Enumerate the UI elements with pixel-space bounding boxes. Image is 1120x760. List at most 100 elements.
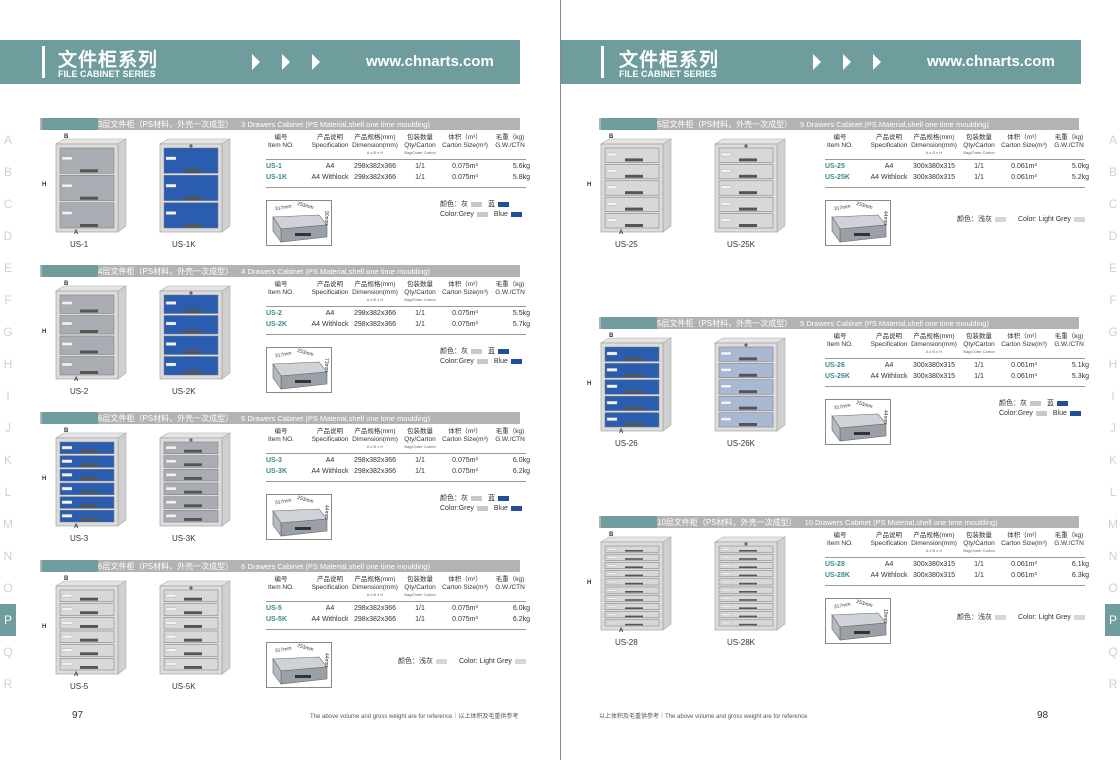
left-page: 文件柜系列 FILE CABINET SERIES www.chnarts.co… xyxy=(0,0,560,760)
alphabet-letter[interactable]: D xyxy=(1108,229,1118,243)
dim-a-label: A xyxy=(74,377,79,383)
alphabet-letter[interactable]: B xyxy=(3,165,12,179)
header-sub: A x B x H xyxy=(925,150,943,155)
grey-swatch xyxy=(476,358,488,364)
alphabet-letter[interactable]: G xyxy=(1108,325,1118,339)
alphabet-letter[interactable]: D xyxy=(3,229,13,243)
alphabet-letter[interactable]: P xyxy=(1105,604,1120,636)
table-cell: 1/1 xyxy=(415,468,425,475)
alphabet-letter[interactable]: F xyxy=(1109,293,1117,307)
table-cell: 0.075m³ xyxy=(452,321,478,328)
alphabet-letter[interactable]: K xyxy=(3,453,12,467)
alphabet-letter[interactable]: H xyxy=(3,357,13,371)
alphabet-letter[interactable]: C xyxy=(1108,197,1118,211)
color-label-en: Color: xyxy=(440,358,459,365)
section-title: 5层文件柜（PS材料，外壳一次成型）5 Drawers Cabinet (PS … xyxy=(657,119,989,130)
alphabet-letter[interactable]: O xyxy=(3,581,13,595)
alphabet-letter[interactable]: C xyxy=(3,197,13,211)
dim-a-label: A xyxy=(619,230,624,236)
section-title-en: 4 Drawers Cabinet (PS Material,shell one… xyxy=(241,267,430,276)
header-en: Specification xyxy=(311,142,349,149)
header-sub: A x B x H xyxy=(366,444,384,449)
alphabet-letter[interactable]: R xyxy=(3,677,13,691)
table-cell: US-3 xyxy=(266,457,282,464)
alphabet-letter[interactable]: I xyxy=(6,389,10,403)
model-label: US-28K xyxy=(727,638,756,647)
table-header-cell: 产品规格(mm)Dimension(mm)A x B x H xyxy=(350,134,400,155)
alphabet-letter[interactable]: K xyxy=(1108,453,1117,467)
light-grey-swatch xyxy=(1073,614,1085,620)
alphabet-letter[interactable]: J xyxy=(1110,421,1116,435)
header-en: Item NO. xyxy=(267,584,294,591)
header-cn: 产品说明 xyxy=(317,428,343,435)
table-cell: 1/1 xyxy=(415,457,425,464)
table-cell: 1/1 xyxy=(974,163,984,170)
header-cn: 体积（m³） xyxy=(448,134,482,141)
alphabet-letter[interactable]: L xyxy=(4,485,12,499)
tray-height: 90mm xyxy=(322,211,329,225)
color-legend-cn: 颜色：灰蓝 xyxy=(440,347,522,357)
alphabet-letter[interactable]: B xyxy=(1108,165,1117,179)
table-cell: A4 Withlock xyxy=(870,174,908,181)
dim-h-label: H xyxy=(587,381,592,387)
table-cell: A4 xyxy=(884,362,894,369)
dim-a-label: A xyxy=(74,524,79,530)
dim-h-label: H xyxy=(42,182,47,188)
alphabet-letter[interactable]: G xyxy=(3,325,13,339)
header-en: Qty/Carton xyxy=(963,540,995,547)
header-cn: 产品说明 xyxy=(317,134,343,141)
color-blue-en: Blue xyxy=(493,505,508,512)
alphabet-letter[interactable]: R xyxy=(1108,677,1118,691)
color-blue-cn: 蓝 xyxy=(488,348,495,355)
table-cell: 6.0kg xyxy=(512,605,530,612)
alphabet-letter[interactable]: F xyxy=(4,293,12,307)
header-cn: 体积（m³） xyxy=(1007,134,1041,141)
alphabet-letter[interactable]: O xyxy=(1108,581,1118,595)
header-cn: 毛重（kg) xyxy=(495,134,525,141)
cabinet-lock-image xyxy=(711,536,789,637)
section-title-bar: 5层文件柜（PS材料，外壳一次成型）5 Drawers Cabinet (PS … xyxy=(599,118,1079,130)
table-header-cell: 毛重（kg)G.W./CTN xyxy=(1049,134,1089,150)
header-url[interactable]: www.chnarts.com xyxy=(927,53,1055,70)
model-label: US-25 xyxy=(615,240,638,249)
table-cell: 300x380x315 xyxy=(912,362,956,369)
table-cell: 298x382x366 xyxy=(353,457,397,464)
alphabet-letter[interactable]: I xyxy=(1111,389,1115,403)
color-label-cn: 颜色：浅灰 xyxy=(398,658,433,665)
table-header-cell: 产品规格(mm)Dimension(mm)A x B x H xyxy=(350,576,400,597)
alphabet-letter[interactable]: Q xyxy=(1108,645,1118,659)
alphabet-letter[interactable]: E xyxy=(1108,261,1117,275)
alphabet-letter[interactable]: A xyxy=(3,133,12,147)
table-cell: 0.061m³ xyxy=(1011,174,1037,181)
alphabet-letter[interactable]: P xyxy=(0,604,16,636)
alphabet-letter[interactable]: A xyxy=(1108,133,1117,147)
tray-height: 44mm xyxy=(881,211,888,225)
alphabet-letter[interactable]: H xyxy=(1108,357,1118,371)
header-en: Specification xyxy=(311,584,349,591)
light-grey-swatch xyxy=(436,658,447,664)
alphabet-letter[interactable]: N xyxy=(1108,549,1118,563)
alphabet-letter[interactable]: M xyxy=(1108,517,1118,531)
table-cell: 298x382x366 xyxy=(353,616,397,623)
alphabet-letter[interactable]: J xyxy=(5,421,11,435)
header-sub: Bag/Outer Carton xyxy=(963,548,995,553)
alphabet-letter[interactable]: Q xyxy=(3,645,13,659)
alphabet-letter[interactable]: N xyxy=(3,549,13,563)
table-cell: US-1 xyxy=(266,163,282,170)
alphabet-letter[interactable]: M xyxy=(3,517,13,531)
dim-a-label: A xyxy=(619,429,624,435)
header-url[interactable]: www.chnarts.com xyxy=(366,53,494,70)
alphabet-letter[interactable]: L xyxy=(1109,485,1117,499)
header-cn: 产品规格(mm) xyxy=(354,281,396,288)
alphabet-letter[interactable]: E xyxy=(3,261,12,275)
